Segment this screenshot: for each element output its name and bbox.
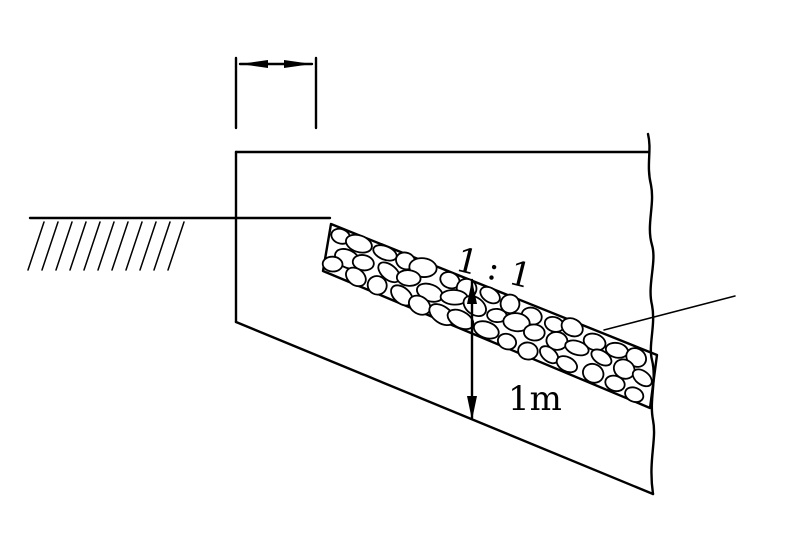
ground-hatching: [27, 221, 185, 271]
hatch-mark: [83, 221, 101, 271]
stone-layer-outline: [321, 222, 659, 410]
stone: [502, 312, 531, 333]
hatch-mark: [167, 221, 185, 271]
ground-surface: [27, 216, 332, 271]
stone: [604, 374, 626, 393]
stone: [321, 255, 344, 273]
hatch-mark: [125, 221, 143, 271]
stone: [496, 332, 518, 351]
hatch-mark: [111, 221, 129, 271]
hatch-mark: [139, 221, 157, 271]
stone: [366, 275, 388, 296]
stone: [351, 254, 375, 272]
stone: [517, 341, 539, 361]
embankment-bottom-slope: [234, 320, 655, 496]
depth-arrow-down-icon: [467, 396, 477, 420]
depth-dimension: [467, 278, 477, 420]
hatch-mark: [27, 221, 45, 271]
hatch-mark: [41, 221, 59, 271]
stone: [624, 386, 645, 403]
stone: [560, 317, 584, 338]
depth-arrow-up-icon: [467, 280, 477, 304]
hatch-mark: [69, 221, 87, 271]
stone: [372, 244, 398, 262]
width-dimension: [234, 56, 318, 130]
stone: [499, 293, 521, 315]
stone: [345, 233, 373, 254]
stone: [564, 339, 590, 357]
stone: [523, 323, 546, 342]
dimension-arrow-right-icon: [284, 60, 312, 68]
dimension-arrow-left-icon: [240, 60, 268, 68]
stone: [582, 362, 605, 384]
stone: [395, 269, 422, 287]
embankment-body: [234, 132, 656, 496]
stone: [472, 320, 500, 340]
depth-label: 1m: [508, 379, 562, 419]
hatch-mark: [153, 221, 171, 271]
stone: [582, 332, 607, 352]
break-line-right: [646, 132, 656, 496]
hatch-mark: [55, 221, 73, 271]
hatch-mark: [97, 221, 115, 271]
stone: [345, 266, 367, 288]
stone: [479, 285, 501, 305]
stone: [590, 348, 613, 367]
stone: [555, 355, 578, 374]
leader-line: [603, 295, 736, 331]
stone: [631, 368, 653, 388]
